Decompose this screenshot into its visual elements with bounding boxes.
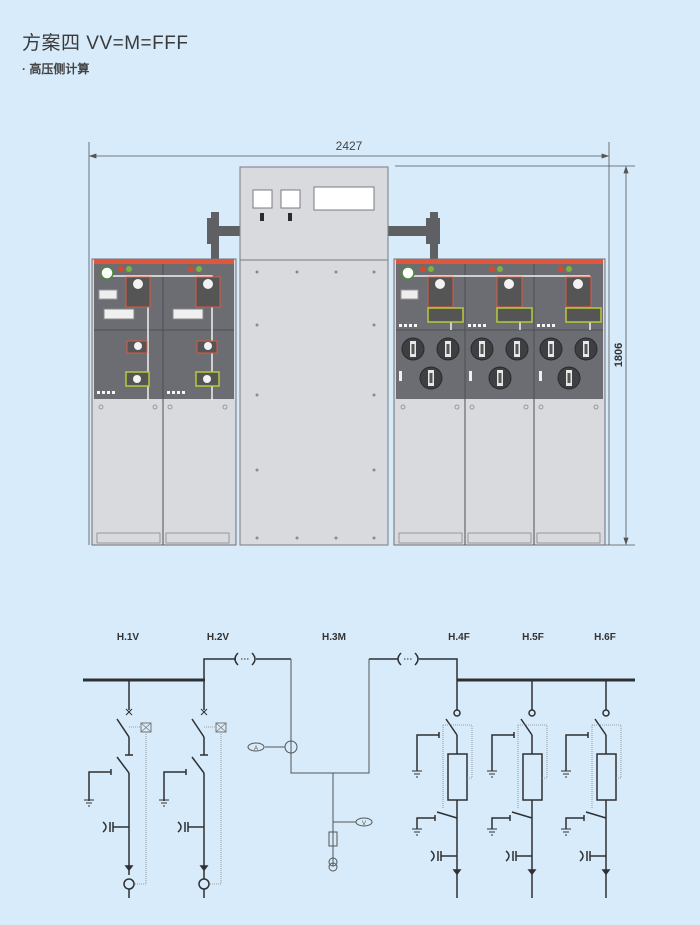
height-dimension xyxy=(395,165,635,546)
meter-window-1 xyxy=(252,189,273,209)
meter-window-2 xyxy=(280,189,301,209)
circuit-h6f xyxy=(561,680,622,898)
unit-label-h3m: H.3M xyxy=(322,632,346,643)
display-window xyxy=(313,186,375,211)
circuit-h5f xyxy=(487,680,548,898)
fuse-panel-2 xyxy=(468,266,533,390)
unit-label-h4f: H.4F xyxy=(448,632,470,643)
cabinet-bolts xyxy=(255,270,376,540)
single-line-diagram xyxy=(83,652,635,898)
page-title: 方案四 VV=M=FFF xyxy=(22,33,189,54)
page-subtitle: · 高压侧计算 xyxy=(22,62,90,76)
left-switchgear-unit xyxy=(91,258,237,546)
fuse-panel-3 xyxy=(537,266,602,390)
circuit-h4f xyxy=(412,680,473,898)
width-dimension xyxy=(88,142,610,545)
unit-label-h6f: H.6F xyxy=(594,632,616,643)
right-switchgear-unit xyxy=(393,258,606,546)
unit-label-h5f: H.5F xyxy=(522,632,544,643)
height-dimension-label: 1806 xyxy=(613,343,625,367)
fuse-panel-1 xyxy=(399,266,464,390)
unit-label-h1v: H.1V xyxy=(117,632,140,643)
status-indicator-icon xyxy=(100,266,114,280)
circuit-h2v xyxy=(159,680,227,898)
metering-cabinet xyxy=(239,166,389,546)
left-bus-connector xyxy=(207,212,240,260)
circuit-h1v xyxy=(84,680,152,898)
unit-label-h2v: H.2V xyxy=(207,632,230,643)
right-bus-connector xyxy=(388,212,440,260)
width-dimension-label: 2427 xyxy=(336,139,363,153)
circuit-h3m xyxy=(247,659,373,872)
voltmeter-icon: V xyxy=(362,821,366,827)
ammeter-icon: A xyxy=(254,746,258,752)
